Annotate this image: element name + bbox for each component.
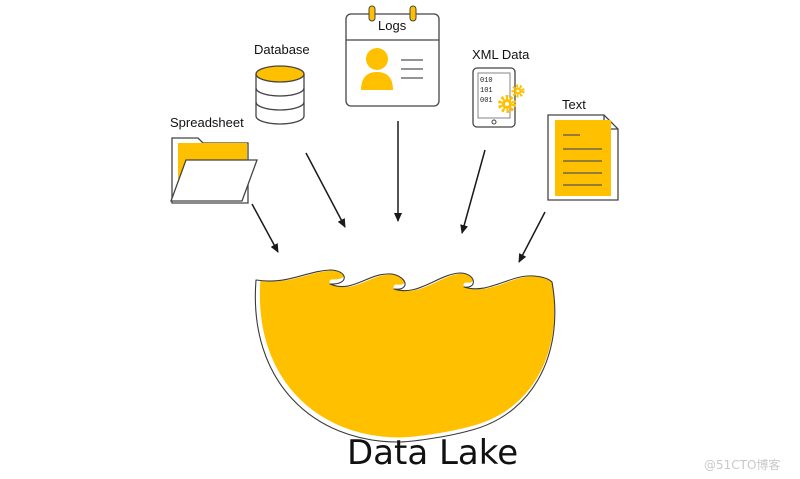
arrow-spreadsheet xyxy=(251,203,279,253)
xml-code-line: 001 xyxy=(480,97,493,105)
arrow-xml xyxy=(460,149,486,234)
data-lake-bowl xyxy=(254,265,560,443)
spreadsheet-label: Spreadsheet xyxy=(170,115,244,130)
database-label: Database xyxy=(254,42,310,57)
database-icon xyxy=(255,65,305,125)
xml-tablet-icon: 010 101 001 xyxy=(472,67,525,128)
xml-data-label: XML Data xyxy=(472,47,530,62)
data-lake-title: Data Lake xyxy=(347,433,519,473)
arrow-text xyxy=(518,211,546,263)
xml-code-line: 101 xyxy=(480,87,493,95)
folder-icon xyxy=(170,137,258,204)
watermark: @51CTO博客 xyxy=(704,458,781,472)
logs-label: Logs xyxy=(378,18,407,33)
arrow-database xyxy=(305,152,346,228)
logs-calendar-icon xyxy=(345,5,440,107)
gear-icon xyxy=(498,95,516,113)
text-document-icon xyxy=(547,114,619,201)
xml-code-line: 010 xyxy=(480,77,493,85)
gear-icon xyxy=(511,84,525,98)
text-label: Text xyxy=(562,97,586,112)
